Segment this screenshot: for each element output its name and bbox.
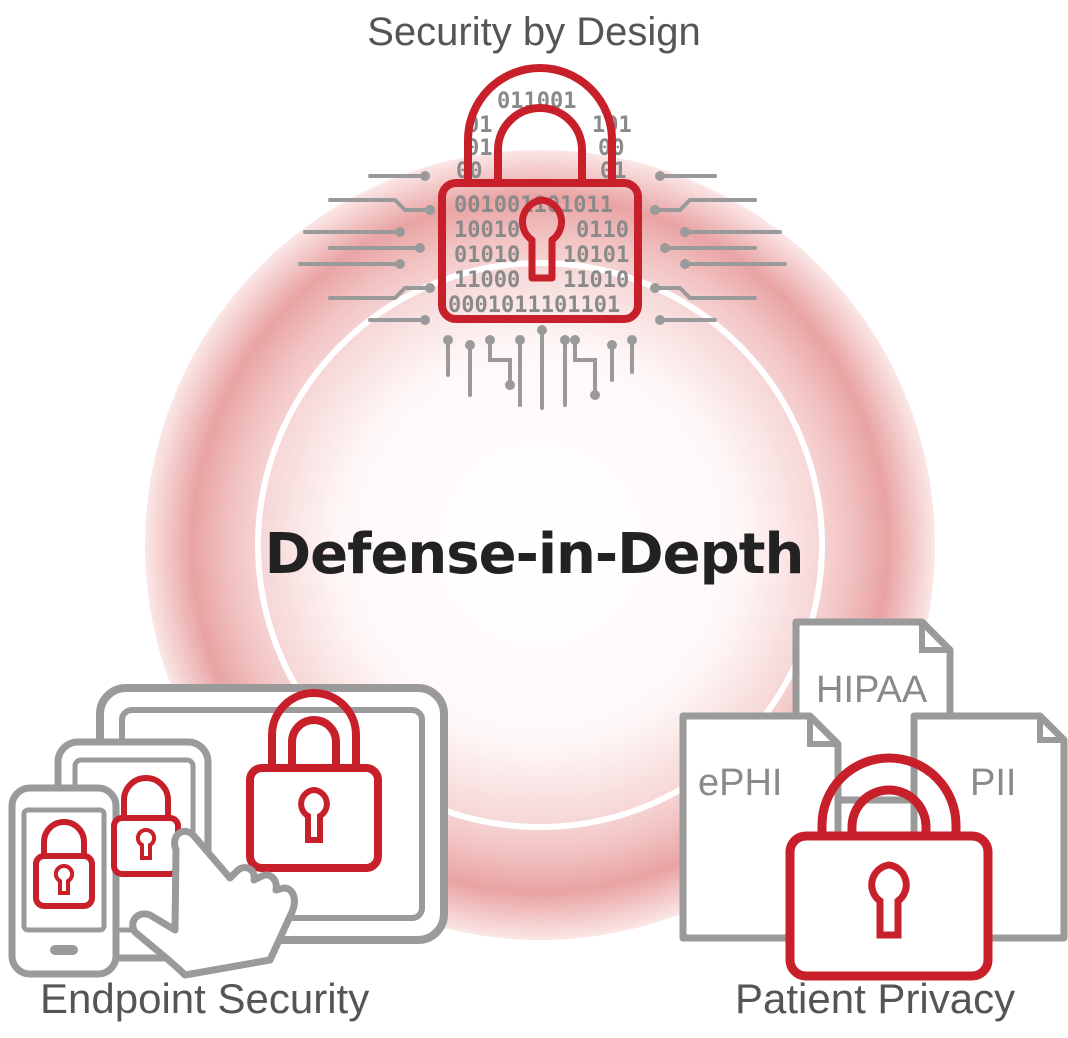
lock-icon bbox=[438, 64, 642, 323]
document-label-hipaa: HIPAA bbox=[816, 669, 928, 711]
binary-row: 0001011101101 bbox=[448, 293, 620, 318]
lock-icon bbox=[246, 689, 382, 872]
endpoint-security-label: Endpoint Security bbox=[40, 975, 370, 1022]
document-label-pii: PII bbox=[970, 762, 1016, 804]
binary-row: 01010 bbox=[454, 243, 520, 268]
hand-pointer-icon bbox=[129, 827, 298, 979]
binary-row: 0110 bbox=[576, 218, 629, 243]
center-title: Defense-in-Depth bbox=[264, 522, 805, 587]
patient-privacy-label: Patient Privacy bbox=[735, 975, 1016, 1022]
lock-icon bbox=[785, 753, 993, 981]
lock-icon bbox=[33, 819, 95, 909]
lock-icon bbox=[111, 775, 181, 877]
circuit-lock-icon bbox=[298, 171, 787, 410]
binary-row: 11000 bbox=[454, 268, 520, 293]
binary-row: 10101 bbox=[563, 243, 629, 268]
binary-row: 10010 bbox=[454, 218, 520, 243]
binary-row: 11010 bbox=[563, 268, 629, 293]
document-label-ephi: ePHI bbox=[698, 762, 782, 804]
top-label: Security by Design bbox=[367, 10, 701, 54]
